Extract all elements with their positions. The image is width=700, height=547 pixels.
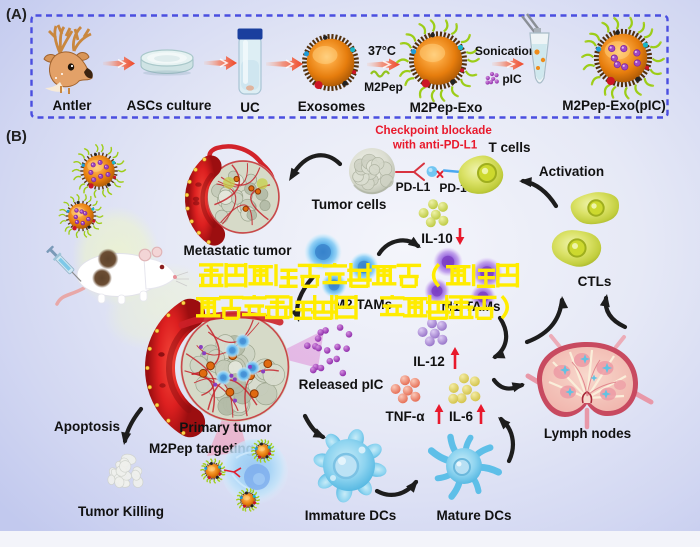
svg-text:M2Pep targeting: M2Pep targeting (149, 441, 254, 456)
svg-text:PD-L1: PD-L1 (396, 180, 431, 194)
svg-text:Exosomes: Exosomes (298, 99, 366, 114)
svg-text:ASCs culture: ASCs culture (127, 98, 212, 113)
svg-text:Sonication: Sonication (475, 44, 536, 58)
svg-text:Lymph nodes: Lymph nodes (544, 426, 631, 441)
svg-text:M2Pep-Exo(pIC): M2Pep-Exo(pIC) (562, 98, 666, 113)
svg-text:Released pIC: Released pIC (299, 377, 384, 392)
svg-text:pIC: pIC (502, 72, 522, 86)
svg-text:(B): (B) (6, 128, 27, 145)
svg-text:IL-10: IL-10 (421, 231, 453, 246)
svg-text:M2Pep-Exo: M2Pep-Exo (410, 100, 483, 115)
svg-text:Tumor Killing: Tumor Killing (78, 504, 164, 519)
svg-text:Metastatic tumor: Metastatic tumor (183, 243, 292, 258)
svg-text:IL-12: IL-12 (413, 354, 445, 369)
svg-text:PD-1: PD-1 (439, 181, 467, 195)
svg-text:CTLs: CTLs (578, 274, 612, 289)
svg-text:IL-6: IL-6 (449, 409, 473, 424)
svg-text:Checkpoint blockade: Checkpoint blockade (375, 124, 492, 137)
svg-text:Mature DCs: Mature DCs (436, 508, 511, 523)
svg-text:Activation: Activation (539, 164, 604, 179)
svg-text:Immature DCs: Immature DCs (305, 508, 397, 523)
svg-text:TNF-α: TNF-α (385, 409, 425, 424)
svg-text:(A): (A) (6, 6, 27, 23)
svg-text:with anti-PD-L1: with anti-PD-L1 (392, 139, 478, 152)
svg-text:Antler: Antler (52, 98, 92, 113)
svg-text:T cells: T cells (488, 140, 530, 155)
svg-text:Primary tumor: Primary tumor (179, 420, 272, 435)
svg-text:UC: UC (240, 100, 260, 115)
svg-text:37°C: 37°C (368, 44, 396, 58)
svg-text:Apoptosis: Apoptosis (54, 419, 120, 434)
svg-text:Tumor cells: Tumor cells (312, 197, 387, 212)
svg-text:M2Pep: M2Pep (364, 80, 403, 94)
